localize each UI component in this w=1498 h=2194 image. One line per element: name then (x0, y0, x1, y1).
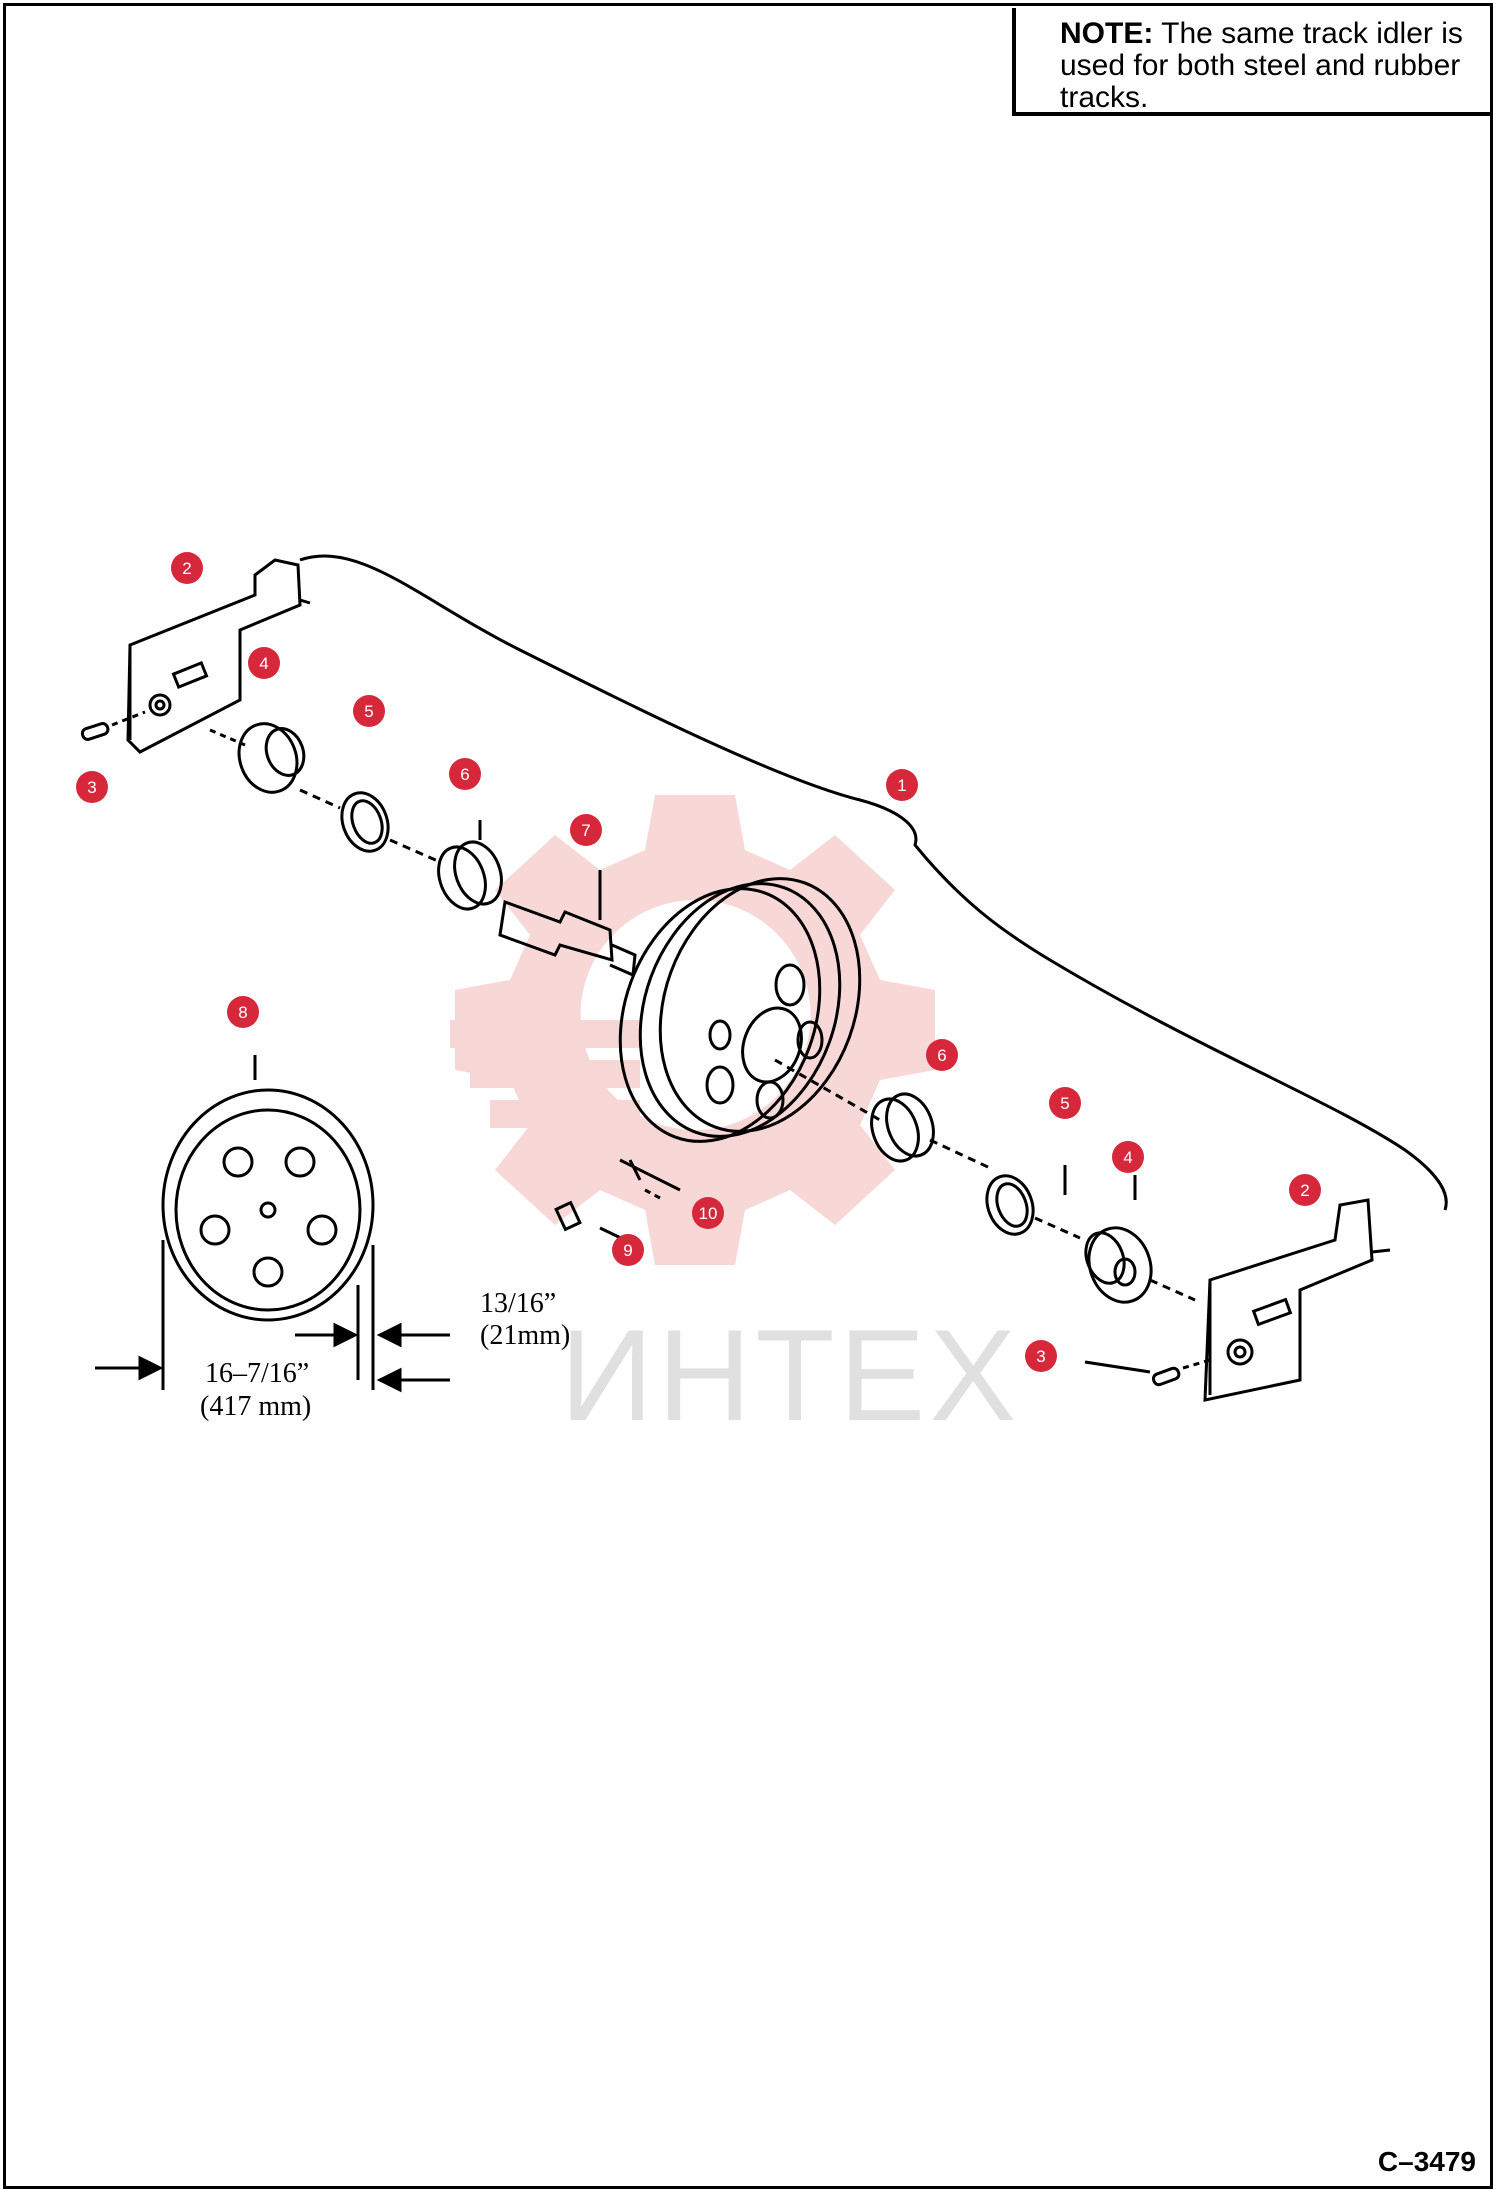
svg-text:6: 6 (460, 765, 469, 784)
note-box: NOTE: The same track idler is used for b… (1012, 8, 1490, 116)
callout-2-left: 2 (171, 552, 203, 584)
callout-3-right: 3 (1025, 1340, 1057, 1372)
svg-text:9: 9 (623, 1241, 632, 1260)
leader-lines (253, 820, 1137, 1200)
svg-text:2: 2 (182, 559, 191, 578)
svg-text:6: 6 (937, 1046, 946, 1065)
callout-4-left: 4 (248, 647, 280, 679)
left-snap-ring (299, 788, 390, 853)
svg-text:5: 5 (1060, 1094, 1069, 1113)
right-pin (1084, 1358, 1211, 1387)
callout-6-right: 6 (926, 1039, 958, 1071)
note-text: The same track idler is used for both st… (1060, 17, 1463, 114)
svg-text:4: 4 (259, 654, 268, 673)
note-label: NOTE: (1060, 17, 1154, 50)
callout-1: 1 (886, 769, 918, 801)
drawing-frame (3, 3, 1493, 2189)
svg-text:4: 4 (1123, 1148, 1132, 1167)
left-pin (80, 710, 146, 741)
left-mounting-bracket (126, 558, 311, 754)
svg-text:8: 8 (238, 1003, 247, 1022)
svg-text:10: 10 (699, 1204, 718, 1223)
callout-5-left: 5 (353, 695, 385, 727)
callout-10: 10 (692, 1197, 724, 1229)
shaft (498, 899, 637, 978)
diameter-dimension-mm: (417 mm) (200, 1391, 311, 1422)
svg-text:5: 5 (364, 702, 373, 721)
svg-text:7: 7 (581, 821, 590, 840)
right-cap (1084, 1226, 1196, 1304)
callout-5-right: 5 (1049, 1087, 1081, 1119)
right-bearing (870, 1092, 991, 1170)
width-dimension-mm: (21mm) (480, 1320, 570, 1351)
right-mounting-bracket (1203, 1198, 1391, 1402)
watermark-text: ИНТЕХ (560, 1302, 1021, 1448)
left-cap (209, 722, 306, 794)
idler-wheel (618, 877, 881, 1192)
callout-4-right: 4 (1112, 1141, 1144, 1173)
callout-7: 7 (570, 814, 602, 846)
callout-8: 8 (227, 996, 259, 1028)
callout-6-left: 6 (449, 758, 481, 790)
callout-2-right: 2 (1289, 1174, 1321, 1206)
callout-3-left: 3 (76, 771, 108, 803)
figure-id: C–3479 (1377, 2146, 1476, 2177)
svg-text:1: 1 (897, 776, 906, 795)
watermark-logo (450, 795, 935, 1265)
width-dimension-inches: 13/16” (480, 1288, 556, 1319)
svg-text:2: 2 (1300, 1181, 1309, 1200)
seal-fitting (628, 1159, 661, 1200)
track-frame-outline (299, 554, 1448, 1211)
svg-text:3: 3 (87, 778, 96, 797)
detail-wheel (161, 1088, 375, 1390)
right-snap-ring (985, 1174, 1081, 1240)
callout-9: 9 (612, 1234, 644, 1266)
dimension-arrows (95, 1322, 450, 1393)
left-bearing (389, 838, 503, 911)
svg-text:3: 3 (1036, 1347, 1045, 1366)
diameter-dimension-inches: 16–7/16” (205, 1358, 309, 1389)
